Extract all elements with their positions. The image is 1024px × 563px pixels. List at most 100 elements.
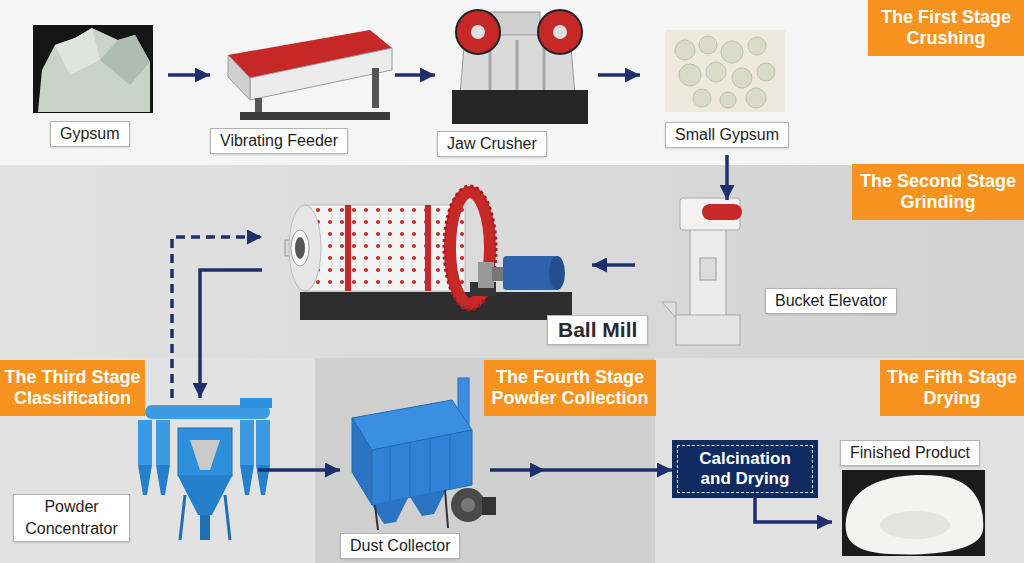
collector-pleat xyxy=(390,447,391,501)
collector-pleat xyxy=(450,435,451,489)
equipment-label: Jaw Crusher xyxy=(437,131,547,157)
gear-teeth xyxy=(444,186,496,310)
flow-arrow xyxy=(592,263,635,267)
mill-base xyxy=(300,292,572,320)
elevator-cap xyxy=(702,204,742,220)
concentrator-outlet xyxy=(240,398,272,408)
gypsum-lump xyxy=(706,62,726,82)
stage-band xyxy=(315,358,655,563)
cyclone-cone xyxy=(156,465,170,495)
motor-end xyxy=(549,256,565,290)
equipment-node: Powder Concentrator xyxy=(10,398,258,548)
gypsum-rock xyxy=(38,28,150,112)
collector-leg xyxy=(445,490,448,528)
gypsum-lump xyxy=(699,36,717,54)
equipment-node: Bucket Elevator xyxy=(635,200,900,345)
equipment-node: Finished Product xyxy=(832,438,987,558)
gypsum-lump xyxy=(675,40,695,60)
rock-facet xyxy=(55,28,100,75)
concentrator-discharge xyxy=(200,515,210,540)
stage-name: Classification xyxy=(14,388,131,409)
stage-banner: The Second StageGrinding xyxy=(852,164,1024,220)
equipment-label: Dust Collector xyxy=(340,533,460,559)
gypsum-lump xyxy=(746,88,766,108)
cyclone-cone xyxy=(240,465,254,495)
mill-motor xyxy=(503,256,557,290)
mill-inlet xyxy=(291,230,309,266)
collector-leg xyxy=(375,505,378,530)
crusher-rib xyxy=(516,40,519,92)
stage-banner: The Third StageClassification xyxy=(0,360,145,416)
equipment-node: Jaw Crusher xyxy=(435,5,598,160)
photo-frame xyxy=(842,470,985,556)
pinion-box xyxy=(478,262,494,288)
cyclone-cone xyxy=(138,465,152,495)
stage-banner: The Fifth StageDrying xyxy=(880,360,1024,416)
stage-name: Grinding xyxy=(901,192,976,213)
stage-band xyxy=(0,358,315,563)
mill-inlet xyxy=(295,237,305,259)
return-arrow xyxy=(172,237,262,398)
equipment-node: Dust Collector xyxy=(340,375,490,560)
equipment-label: Gypsum xyxy=(50,121,130,147)
equipment-label: Finished Product xyxy=(840,440,980,466)
stage-number: The First Stage xyxy=(881,7,1011,28)
fan-motor xyxy=(482,497,496,515)
powder-shade xyxy=(880,511,950,539)
feeder-leg xyxy=(372,68,379,108)
flywheel xyxy=(538,10,582,54)
flywheel xyxy=(456,10,500,54)
stage-band xyxy=(0,165,1024,358)
mill-cylinder xyxy=(305,205,465,291)
stage-banner: The First StageCrushing xyxy=(868,0,1024,56)
photo-frame xyxy=(33,25,153,113)
stage-number: The Fifth Stage xyxy=(887,367,1017,388)
gypsum-lump xyxy=(748,37,766,55)
stage-number: The Second Stage xyxy=(860,171,1016,192)
gypsum-lump xyxy=(720,92,736,108)
stage-number: The Fourth Stage xyxy=(496,367,644,388)
collector-pleat xyxy=(410,443,411,497)
stage-name: Drying xyxy=(923,388,980,409)
equipment-label: Ball Mill xyxy=(547,315,648,345)
mill-band xyxy=(425,205,431,291)
gypsum-lump xyxy=(721,41,743,63)
feeder-base xyxy=(240,112,390,120)
collector-pleat xyxy=(430,439,431,493)
flow-arrow xyxy=(490,468,672,472)
elevator-boot xyxy=(676,315,740,345)
collector-hopper xyxy=(410,490,446,516)
cyclone xyxy=(156,420,170,465)
feeder-front xyxy=(228,55,250,100)
stage-name: Crushing xyxy=(907,28,986,49)
collector-side xyxy=(352,418,372,505)
crusher-base xyxy=(452,90,588,124)
photo-frame xyxy=(665,30,785,112)
process-box: Calcination and Drying xyxy=(672,440,818,498)
flow-arrow xyxy=(168,73,210,77)
equipment-label: Small Gypsum xyxy=(665,122,789,148)
elevator-chute xyxy=(662,302,676,318)
flywheel-hub xyxy=(553,25,567,39)
flow-arrow xyxy=(598,73,640,77)
feeder-side xyxy=(250,48,392,100)
flow-arrow xyxy=(258,468,340,472)
concentrator-leg xyxy=(180,495,185,540)
stage-band xyxy=(0,0,1024,165)
fan-hub xyxy=(461,498,475,512)
stage-band xyxy=(655,358,1024,563)
equipment-label: Vibrating Feeder xyxy=(210,128,348,154)
flow-arrow xyxy=(200,270,262,398)
mill-band xyxy=(345,205,351,291)
flywheel-hub xyxy=(471,25,485,39)
coupling xyxy=(492,267,504,281)
cyclone xyxy=(256,420,270,465)
stage-name: Powder Collection xyxy=(491,388,648,409)
equipment-node: Ball Mill xyxy=(262,180,592,345)
flow-arrow xyxy=(725,155,729,200)
flow-arrow xyxy=(395,73,435,77)
gypsum-lump xyxy=(693,89,711,107)
